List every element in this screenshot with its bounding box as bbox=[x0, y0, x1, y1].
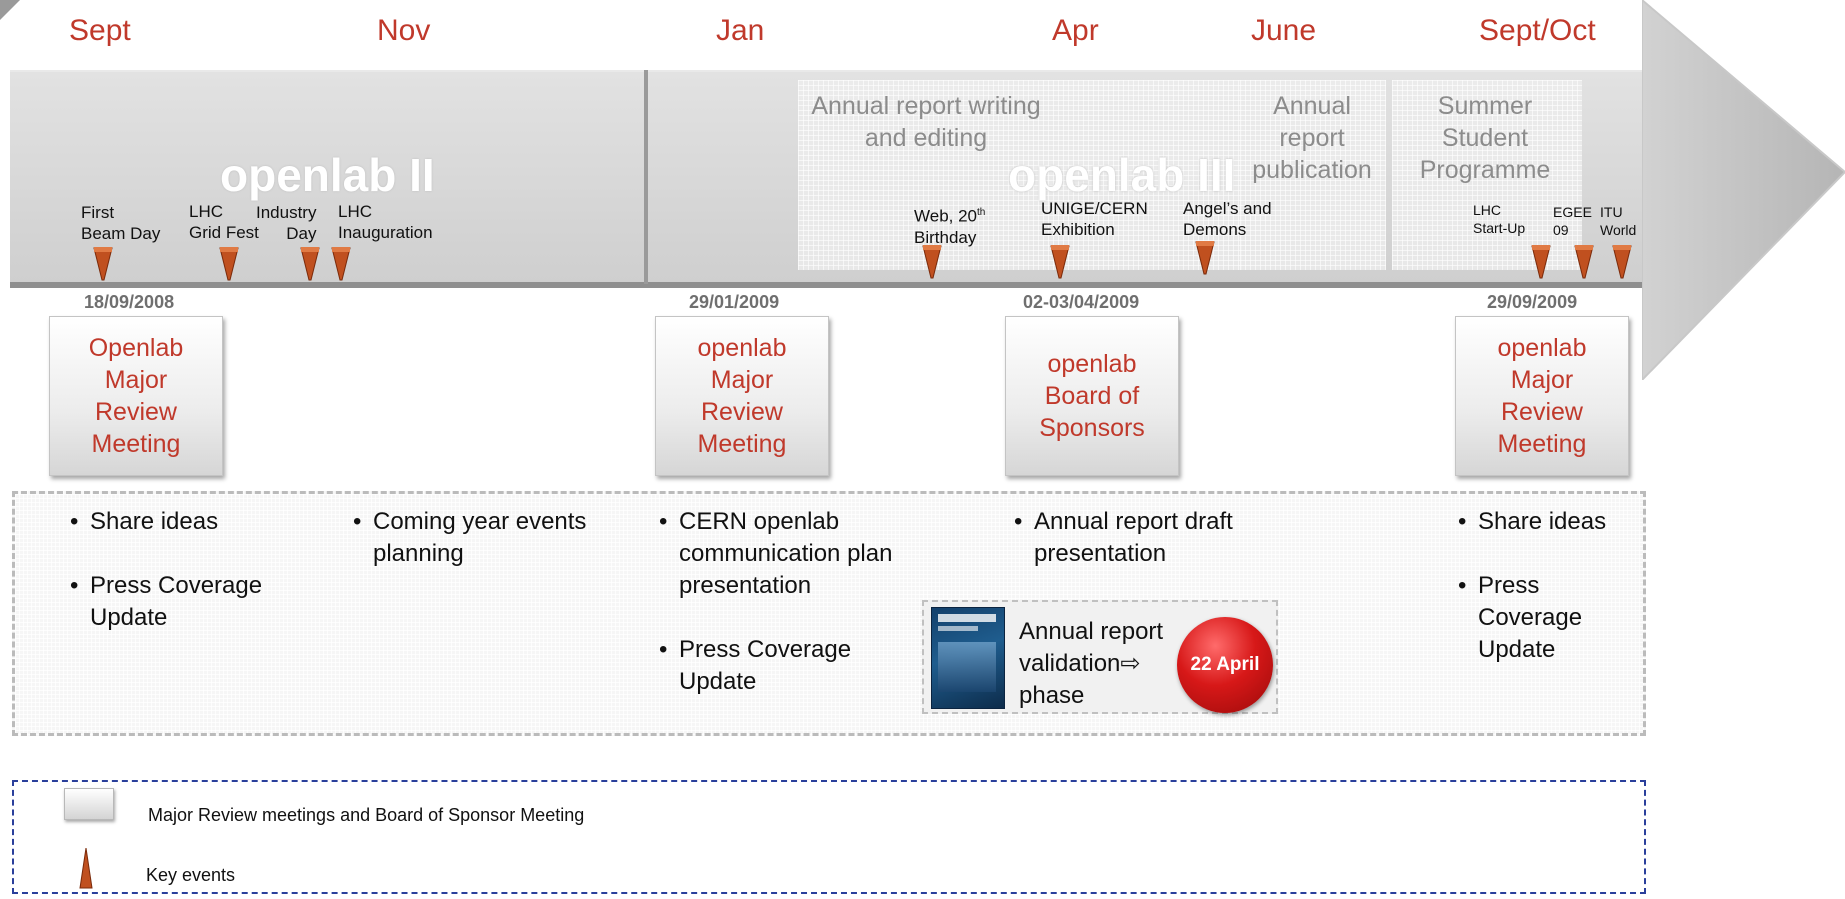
notes-col-2: Coming year events planning bbox=[353, 506, 593, 602]
phase-title-openlab-ii: openlab II bbox=[220, 149, 435, 201]
activity-writing-editing: Annual report writing and editing bbox=[811, 92, 1041, 152]
notes-col-3: CERN openlab communication plan presenta… bbox=[659, 506, 909, 730]
activity-summer-student: Summer Student Programme bbox=[1419, 92, 1551, 184]
note-item: Annual report draft presentation bbox=[1014, 506, 1294, 570]
meeting-date-1: 18/09/2008 bbox=[84, 292, 175, 312]
meeting-date-3: 02-03/04/2009 bbox=[1023, 292, 1140, 312]
event-marker-icon bbox=[1531, 245, 1551, 279]
month-june: June bbox=[1251, 14, 1317, 47]
month-sept-oct: Sept/Oct bbox=[1479, 14, 1596, 47]
notes-col-5: Share ideas Press Coverage Update bbox=[1458, 506, 1638, 698]
month-sept: Sept bbox=[69, 14, 131, 47]
legend-box bbox=[12, 780, 1646, 894]
key-event-legend-icon bbox=[79, 848, 93, 889]
meeting-card-icon bbox=[64, 788, 114, 820]
event-marker-icon bbox=[331, 247, 351, 281]
notes-col-4: Annual report draft presentation bbox=[1014, 506, 1294, 602]
activity-writing-shade bbox=[798, 80, 1242, 270]
note-item: Share ideas bbox=[70, 506, 310, 538]
phase-title-openlab-iii: openlab III bbox=[1008, 149, 1236, 201]
event-marker-icon bbox=[219, 247, 239, 281]
event-marker-icon bbox=[300, 247, 320, 281]
note-item: Press Coverage Update bbox=[659, 634, 909, 698]
event-marker-icon bbox=[922, 245, 942, 279]
report-cover-icon bbox=[931, 607, 1005, 709]
meeting-date-2: 29/01/2009 bbox=[689, 292, 780, 312]
note-item: Share ideas bbox=[1458, 506, 1638, 538]
note-item: Coming year events planning bbox=[353, 506, 593, 570]
corner-fold-icon bbox=[0, 0, 20, 20]
meeting-date-4: 29/09/2009 bbox=[1487, 292, 1578, 312]
notes-col-1: Share ideas Press Coverage Update bbox=[70, 506, 310, 666]
month-apr: Apr bbox=[1052, 14, 1099, 47]
event-marker-icon bbox=[1612, 245, 1632, 279]
event-marker-icon bbox=[1195, 241, 1215, 275]
month-jan: Jan bbox=[716, 14, 765, 47]
month-nov: Nov bbox=[377, 14, 431, 47]
event-marker-icon bbox=[93, 247, 113, 281]
timeline-arrowhead bbox=[1642, 0, 1845, 380]
activity-summer-shade bbox=[1392, 80, 1582, 270]
activity-publication: Annual report publication bbox=[1252, 92, 1372, 184]
date-badge: 22 April bbox=[1177, 617, 1273, 713]
legend-meetings-label: Major Review meetings and Board of Spons… bbox=[148, 805, 585, 825]
note-item: Press Coverage Update bbox=[70, 570, 310, 634]
legend-events-label: Key events bbox=[146, 865, 236, 885]
note-item: Press Coverage Update bbox=[1458, 570, 1638, 666]
phase-divider bbox=[644, 70, 648, 284]
note-item: CERN openlab communication plan presenta… bbox=[659, 506, 909, 602]
activity-publication-shade bbox=[1240, 80, 1386, 270]
event-marker-icon bbox=[1574, 245, 1594, 279]
event-marker-icon bbox=[1050, 245, 1070, 279]
